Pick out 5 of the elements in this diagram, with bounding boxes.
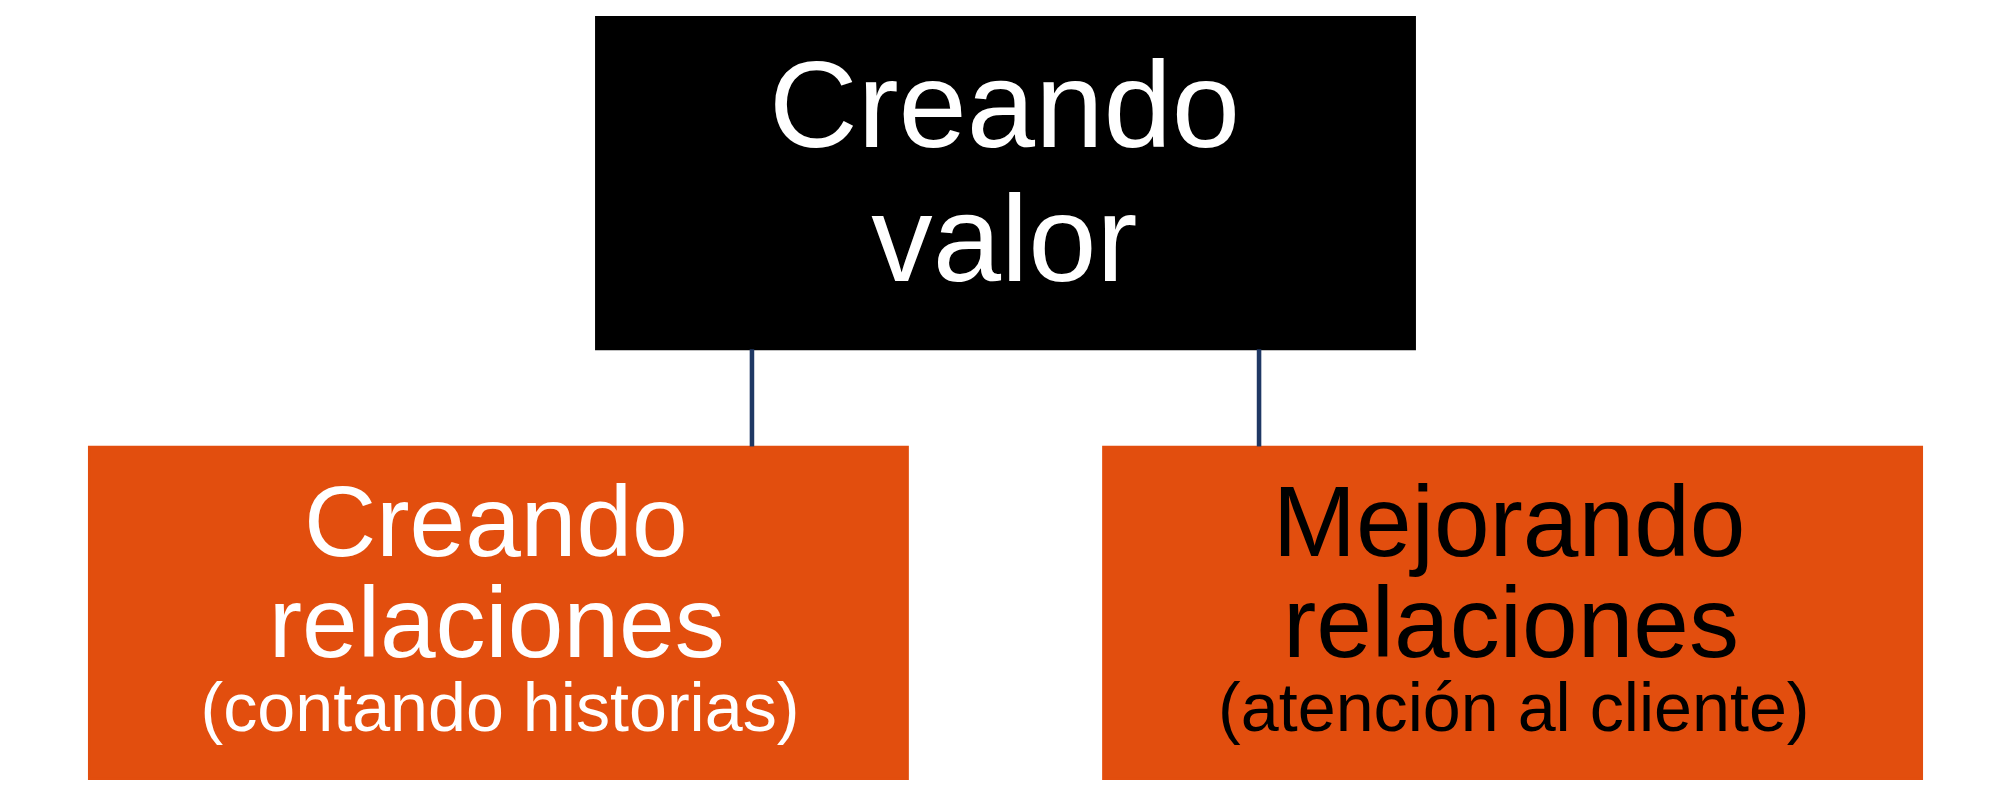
node-box: Creando relaciones (contando historias) — [87, 445, 909, 781]
connector — [749, 349, 755, 447]
connector — [1256, 349, 1262, 447]
node-box: Mejorando relaciones (atención al cliente) — [1102, 445, 1924, 781]
node-box: Creando valor — [595, 15, 1416, 351]
